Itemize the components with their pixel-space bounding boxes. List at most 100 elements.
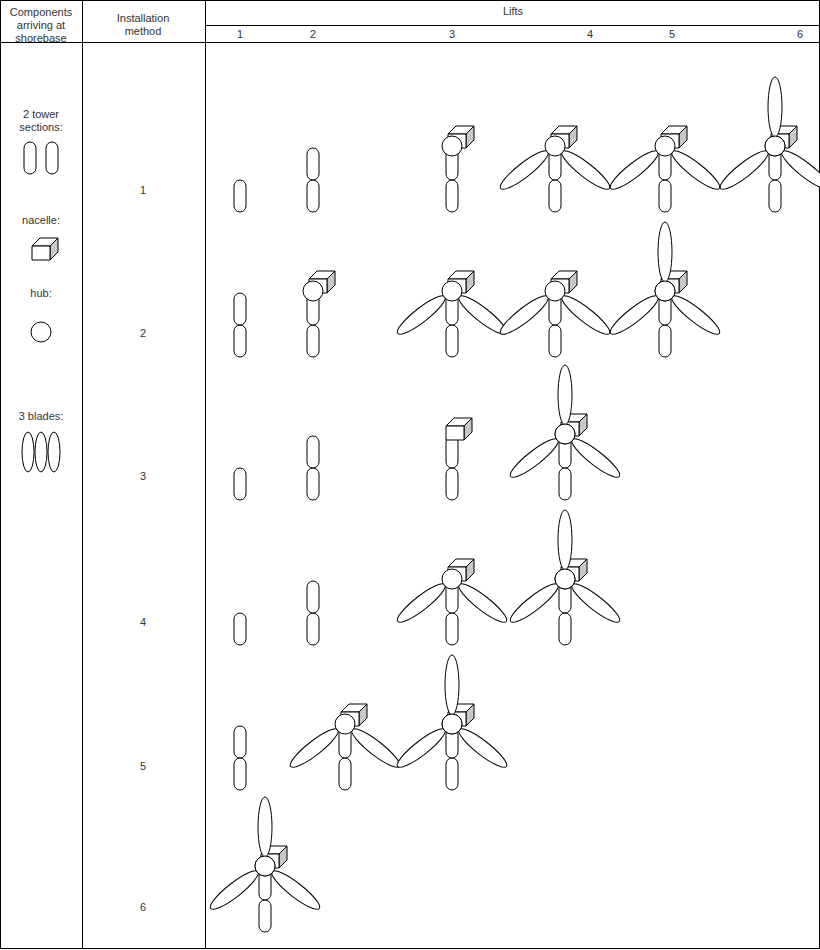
- tower-section: [659, 180, 671, 212]
- header-cell: 5: [662, 28, 682, 41]
- turbine-stage: [234, 468, 246, 500]
- turbine-stage: [442, 126, 474, 212]
- blade-shape: [496, 291, 552, 339]
- nacelle-shape: [466, 126, 474, 148]
- blade-shape: [286, 724, 342, 772]
- column-rule: [82, 0, 83, 949]
- table-cell: 4: [133, 616, 153, 629]
- hub-shape: [31, 322, 51, 342]
- turbine-stage: [206, 797, 323, 932]
- hub-shape: [765, 136, 785, 156]
- hub-shape: [335, 714, 355, 734]
- nacelle-shape: [579, 559, 587, 581]
- turbine-stage: [606, 126, 723, 212]
- tower-section: [307, 325, 319, 357]
- tower-section: [307, 180, 319, 212]
- tower-section: [46, 142, 58, 174]
- table-cell: 2 tower sections:: [9, 108, 73, 134]
- hub-shape: [655, 281, 675, 301]
- turbine-stage: [234, 613, 246, 645]
- blade-shape: [393, 291, 449, 339]
- blade-shape: [558, 510, 572, 570]
- blade-shape: [258, 797, 272, 857]
- tower-section: [24, 142, 36, 174]
- turbine-stage: [286, 704, 403, 790]
- hub-shape: [555, 569, 575, 589]
- blade-shape: [35, 432, 47, 472]
- tower-section: [559, 613, 571, 645]
- nacelle-shape: [579, 414, 587, 436]
- nacelle-shape: [569, 271, 577, 293]
- header-rule: [205, 25, 820, 26]
- tower-section: [234, 726, 246, 758]
- turbine-stage: [393, 559, 510, 645]
- hub-shape: [442, 136, 462, 156]
- header-rule: [0, 42, 820, 43]
- table-cell: 3: [133, 470, 153, 483]
- nacelle-shape: [679, 126, 687, 148]
- hub-shape: [765, 136, 785, 156]
- nacelle-shape: [466, 271, 474, 293]
- turbine-stage: [234, 293, 246, 357]
- hub-shape: [545, 281, 565, 301]
- tower-section: [307, 581, 319, 613]
- tower-section: [234, 180, 246, 212]
- turbine-stage: [234, 726, 246, 790]
- hub-shape: [545, 136, 565, 156]
- hub-shape: [555, 424, 575, 444]
- blade-shape: [558, 146, 614, 194]
- hub-shape: [655, 281, 675, 301]
- tower-section: [259, 900, 271, 932]
- turbine-stage: [303, 271, 335, 357]
- nacelle-shape: [466, 704, 474, 726]
- tower-section: [549, 325, 561, 357]
- hub-shape: [303, 281, 323, 301]
- blade-shape: [22, 432, 34, 472]
- component-icons: [22, 142, 60, 472]
- blade-shape: [606, 291, 662, 339]
- blade-shape: [496, 146, 552, 194]
- tower-section: [234, 613, 246, 645]
- nacelle-shape: [464, 418, 472, 440]
- header-cell: 4: [580, 28, 600, 41]
- tower-section: [234, 758, 246, 790]
- turbine-stage: [506, 510, 623, 645]
- tower-section: [307, 436, 319, 468]
- turbine-stage: [393, 271, 510, 357]
- header-cell: Components arriving at shorebase: [3, 6, 79, 45]
- turbine-stage: [496, 126, 613, 212]
- table-cell: 2: [133, 327, 153, 340]
- blade-shape: [393, 579, 449, 627]
- nacelle-shape: [279, 846, 287, 868]
- header-cell: Lifts: [483, 5, 543, 18]
- blade-shape: [445, 655, 459, 715]
- turbine-stage: [606, 222, 723, 357]
- nacelle-shape: [679, 271, 687, 293]
- tower-section: [307, 148, 319, 180]
- tower-section: [446, 613, 458, 645]
- tower-section: [549, 180, 561, 212]
- blade-shape: [716, 146, 772, 194]
- table-cell: 5: [133, 760, 153, 773]
- header-cell: 6: [790, 28, 810, 41]
- hub-shape: [442, 714, 462, 734]
- table-cell: hub:: [6, 287, 76, 300]
- blade-shape: [606, 146, 662, 194]
- tower-section: [659, 325, 671, 357]
- turbine-stage: [446, 418, 472, 500]
- hub-shape: [442, 281, 462, 301]
- nacelle-shape: [466, 559, 474, 581]
- tower-section: [234, 325, 246, 357]
- tower-section: [559, 468, 571, 500]
- tower-section: [446, 758, 458, 790]
- tower-section: [446, 180, 458, 212]
- blade-shape: [668, 291, 724, 339]
- nacelle-shape: [359, 704, 367, 726]
- tower-section: [769, 180, 781, 212]
- hub-shape: [655, 136, 675, 156]
- header-cell: Installation method: [98, 12, 188, 38]
- blade-shape: [506, 434, 562, 482]
- turbine-stage: [307, 148, 319, 212]
